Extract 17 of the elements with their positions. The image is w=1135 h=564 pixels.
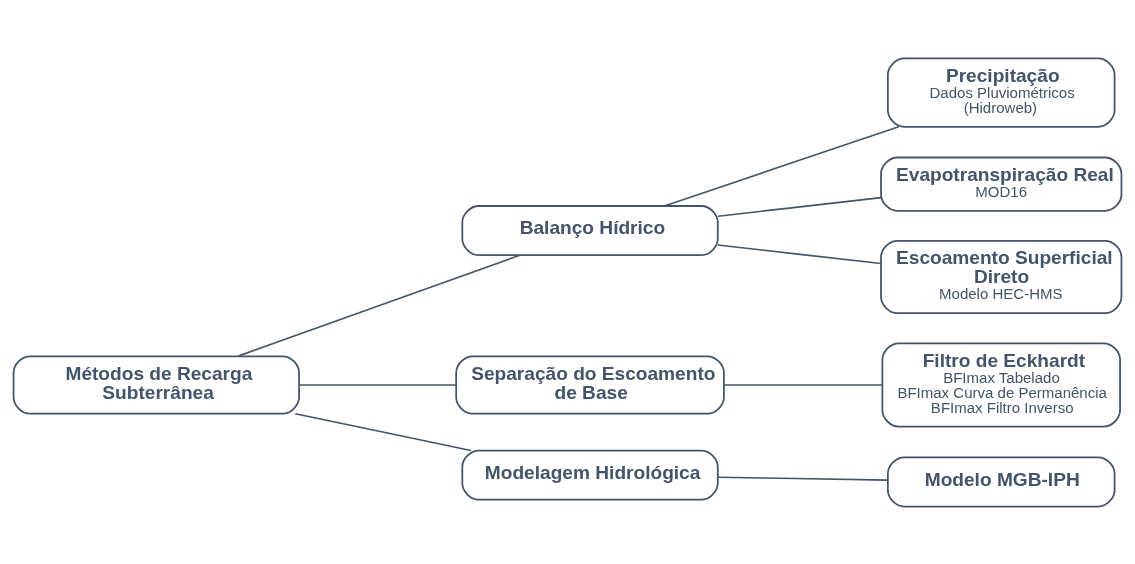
connector (294, 412, 472, 451)
connector (723, 383, 884, 386)
connector (298, 383, 457, 386)
node-box: Separação do Escoamento de Base (455, 354, 725, 415)
connector (717, 475, 888, 481)
node-box: Escoamento Superficial Direto Modelo HEC-HMS (880, 239, 1123, 314)
connector (237, 253, 521, 357)
node-box: Métodos de Recarga Subterrânea (12, 354, 300, 415)
node-box: Balanço Hídrico (461, 204, 719, 256)
connector (717, 196, 882, 217)
node-box: Filtro de Eckhardt BFImax Tabelado BFImax Curva de Permanência BFImax Filtro Inverso (881, 341, 1121, 427)
node-box: Modelo MGB-IPH (886, 455, 1116, 507)
node-box: Precipitação Dados Pluviométricos (Hidroweb) (886, 57, 1116, 128)
connector (663, 125, 900, 207)
node-box: Modelagem Hidrológica (461, 449, 719, 501)
node-box: Evapotranspiração Real MOD16 (880, 156, 1123, 212)
connector (717, 243, 882, 264)
